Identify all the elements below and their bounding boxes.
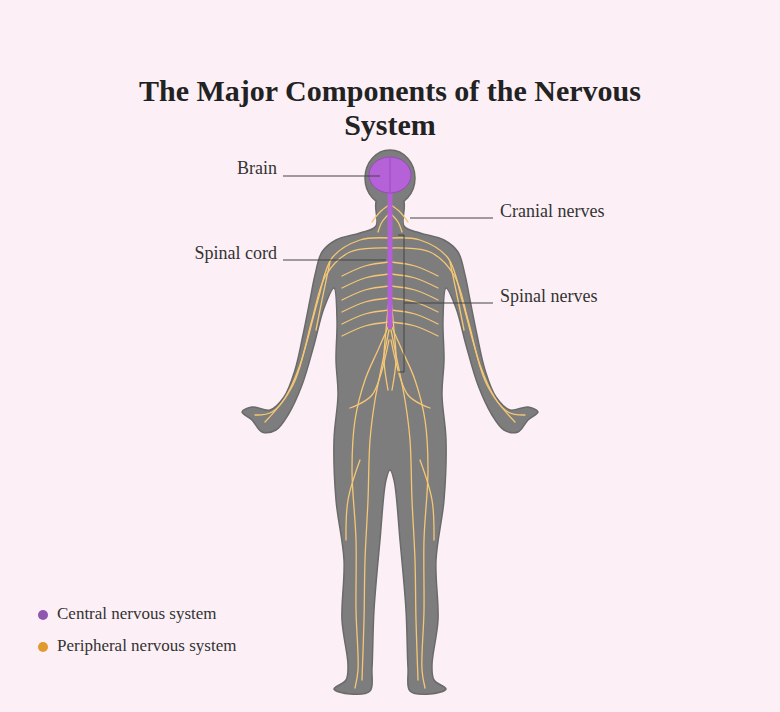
nerve-line [255, 238, 389, 415]
nerve-line [391, 340, 430, 408]
nerve-line [342, 262, 389, 276]
leader-line [404, 303, 493, 304]
nerve-line [350, 340, 389, 408]
nerve-line [342, 322, 389, 336]
nerve-line [342, 286, 389, 300]
nerve-line [391, 262, 438, 276]
label-slot: Spinal cord [195, 242, 278, 264]
nerve-line [391, 322, 438, 336]
nerve-line [342, 274, 389, 288]
leader-line [410, 218, 493, 219]
central-nervous-system [369, 157, 411, 326]
nerve-line [391, 325, 428, 688]
nerve-line [346, 460, 360, 540]
spinal-cord-shape [388, 194, 393, 326]
nerve-line [362, 330, 389, 680]
title: The Major Components of the Nervous Syst… [130, 74, 650, 142]
part-label: Spinal nerves [500, 285, 597, 307]
nerve-line [391, 205, 408, 222]
leader-lines [283, 176, 493, 372]
nerve-line [372, 205, 389, 222]
nerve-line [391, 214, 402, 232]
legend-swatch [38, 642, 48, 652]
nerve-line [316, 262, 330, 330]
nerve-line [391, 238, 525, 415]
brain-shape [369, 157, 411, 193]
part-label: Cranial nerves [500, 200, 604, 222]
legend-text: Central nervous system [57, 603, 217, 625]
nerve-line [391, 286, 438, 300]
label-slot: Cranial nerves [500, 200, 604, 222]
body-figure [242, 150, 538, 694]
legend-text: Peripheral nervous system [57, 635, 236, 657]
title-slot: The Major Components of the Nervous Syst… [130, 74, 650, 142]
nerve-line [391, 298, 438, 312]
nerve-line [342, 298, 389, 312]
leader-line [283, 260, 386, 261]
leader-line [283, 176, 380, 177]
label-slot: Spinal nerves [500, 285, 597, 307]
nerve-line [391, 248, 515, 422]
legend-swatch [38, 610, 48, 620]
brain-midline [390, 158, 391, 192]
nerve-line [450, 262, 464, 330]
nerve-line [391, 330, 418, 680]
legend-row: Central nervous system [36, 603, 217, 625]
part-label: Spinal cord [195, 242, 278, 264]
label-slot: Brain [237, 157, 277, 179]
nerve-line [352, 325, 389, 688]
nerve-line [420, 460, 434, 540]
nerve-line [265, 248, 389, 422]
bracket [398, 235, 404, 372]
legend-row: Peripheral nervous system [36, 635, 236, 657]
nerve-line [378, 214, 389, 232]
nerve-line [391, 274, 438, 288]
nerve-line [342, 310, 389, 324]
nerve-line [391, 310, 438, 324]
part-label: Brain [237, 157, 277, 179]
